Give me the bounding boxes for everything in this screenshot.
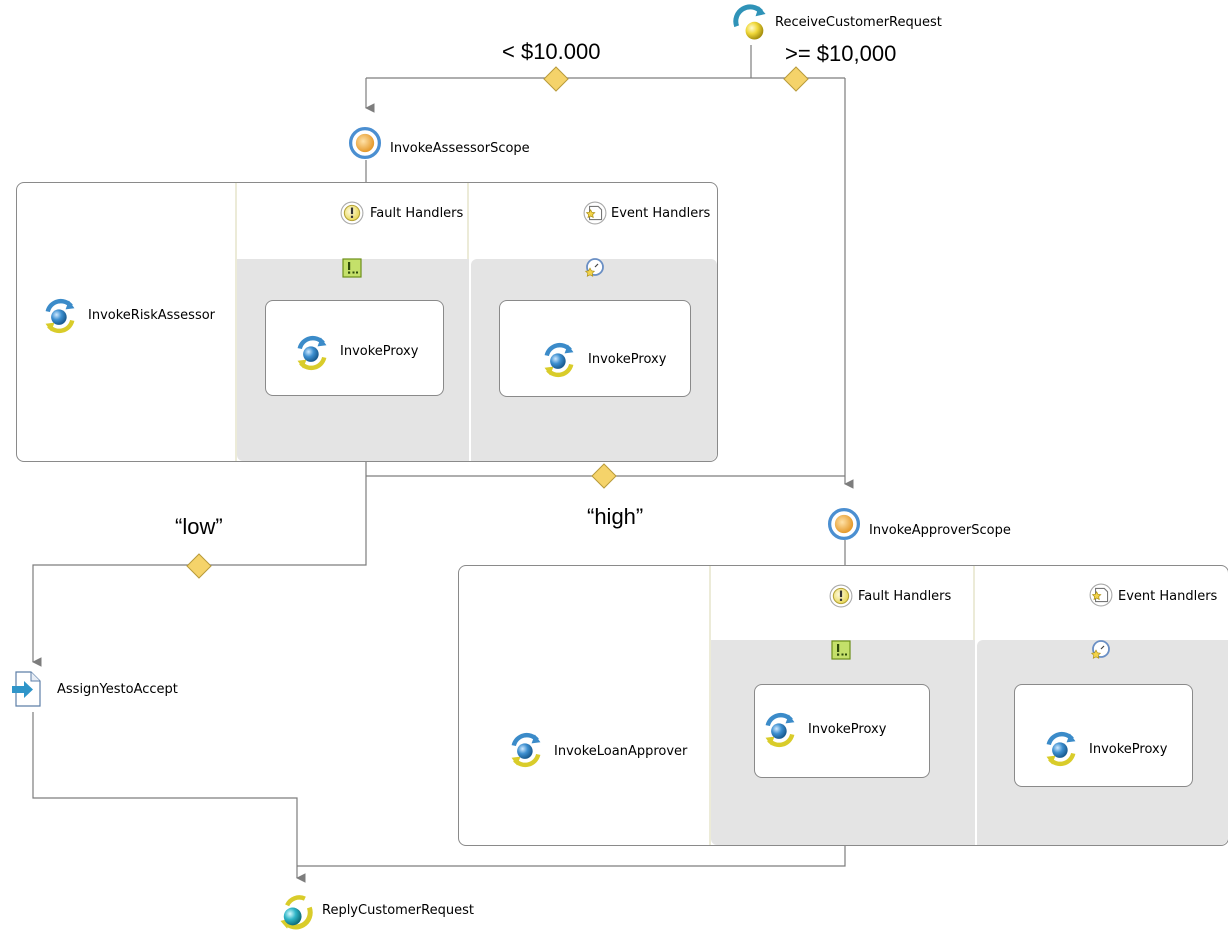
event-handler-icon[interactable] — [583, 201, 607, 225]
condition-diamond-icon[interactable] — [543, 66, 569, 92]
fault-handler-icon[interactable] — [829, 584, 853, 608]
scope-icon[interactable] — [827, 507, 861, 541]
assign-label: AssignYestoAccept — [57, 682, 178, 697]
reply-activity-icon[interactable] — [276, 892, 316, 932]
fault-invoke-proxy-box[interactable] — [265, 300, 444, 396]
event-invoke-proxy-box[interactable] — [1014, 684, 1193, 787]
condition-label-high-risk: “high” — [587, 504, 644, 529]
invoke-activity-icon[interactable] — [539, 340, 579, 380]
scope-icon[interactable] — [348, 126, 382, 160]
approver-scope-label: InvokeApproverScope — [869, 523, 1011, 538]
assessor-scope-label: InvokeAssessorScope — [390, 141, 530, 156]
condition-diamond-icon[interactable] — [186, 553, 212, 579]
receive-activity-icon[interactable] — [730, 4, 770, 44]
fault-handlers-label: Fault Handlers — [858, 589, 952, 604]
risk-assessor-label: InvokeRiskAssessor — [88, 308, 216, 323]
on-event-icon[interactable] — [1088, 638, 1112, 662]
assign-activity-icon[interactable] — [12, 670, 42, 708]
invoke-activity-icon[interactable] — [760, 710, 800, 750]
invoke-proxy-label: InvokeProxy — [1089, 742, 1168, 757]
condition-diamond-icon[interactable] — [591, 463, 617, 489]
invoke-activity-icon[interactable] — [506, 730, 546, 770]
condition-label-low-risk: “low” — [175, 514, 223, 539]
invoke-proxy-label: InvokeProxy — [808, 722, 887, 737]
event-handlers-label: Event Handlers — [611, 206, 711, 221]
receive-label: ReceiveCustomerRequest — [775, 15, 942, 30]
catch-icon[interactable] — [831, 640, 851, 660]
event-invoke-proxy-box[interactable] — [499, 300, 691, 397]
catch-icon[interactable] — [342, 258, 362, 278]
invoke-proxy-label: InvokeProxy — [588, 352, 667, 367]
reply-label: ReplyCustomerRequest — [322, 903, 474, 918]
invoke-activity-icon[interactable] — [292, 333, 332, 373]
condition-label-low-amount: < $10.000 — [502, 39, 601, 64]
condition-label-high-amount: >= $10,000 — [785, 41, 897, 66]
condition-diamond-icon[interactable] — [783, 66, 809, 92]
invoke-proxy-label: InvokeProxy — [340, 344, 419, 359]
fault-handlers-label: Fault Handlers — [370, 206, 464, 221]
invoke-activity-icon[interactable] — [40, 296, 80, 336]
invoke-activity-icon[interactable] — [1041, 729, 1081, 769]
fault-handler-icon[interactable] — [340, 201, 364, 225]
event-handler-icon[interactable] — [1089, 583, 1113, 607]
loan-approver-label: InvokeLoanApprover — [554, 744, 688, 759]
on-event-icon[interactable] — [582, 256, 606, 280]
event-handlers-label: Event Handlers — [1118, 589, 1218, 604]
